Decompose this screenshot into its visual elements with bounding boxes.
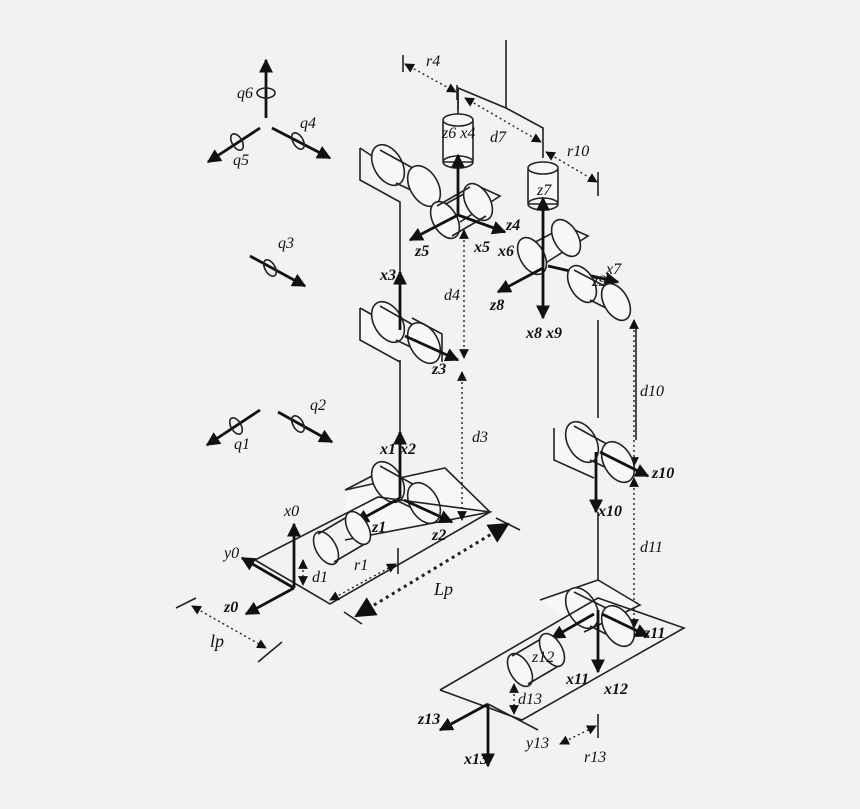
label-z8: z8 — [490, 297, 505, 314]
label-Lp: Lp — [434, 579, 454, 599]
label-x10: x10 — [598, 503, 622, 520]
label-q2: q2 — [310, 397, 326, 414]
label-z1: z1 — [372, 519, 387, 536]
label-d3: d3 — [472, 429, 488, 446]
label-z6-x4: z6 x4 — [442, 125, 476, 142]
label-d11: d11 — [640, 539, 663, 556]
label-x5: x5 — [474, 239, 490, 256]
label-z9: z9 — [592, 273, 607, 290]
label-z12: z12 — [532, 649, 555, 666]
label-z11: z11 — [644, 625, 666, 642]
label-x11: x11 — [566, 671, 590, 688]
label-z10: z10 — [652, 465, 675, 482]
label-x13: x13 — [464, 751, 488, 768]
label-z5: z5 — [415, 243, 430, 260]
label-z0: z0 — [224, 599, 239, 616]
label-x3: x3 — [380, 267, 396, 284]
label-x7: x7 — [606, 261, 622, 278]
label-d10: d10 — [640, 383, 664, 400]
label-q4: q4 — [300, 115, 316, 132]
label-q5: q5 — [233, 152, 249, 169]
label-x8-x9: x8 x9 — [526, 325, 562, 342]
left-arm — [175, 113, 521, 663]
label-d1: d1 — [312, 569, 328, 586]
label-x1-x2: x1 x2 — [380, 441, 416, 458]
label-z3: z3 — [432, 361, 447, 378]
label-d7: d7 — [490, 129, 506, 146]
label-q3: q3 — [278, 235, 294, 252]
label-x0: x0 — [284, 503, 300, 520]
label-r1: r1 — [354, 557, 369, 574]
label-lp: lp — [210, 631, 225, 651]
label-z13: z13 — [418, 711, 441, 728]
label-z7: z7 — [537, 182, 552, 199]
label-r10: r10 — [567, 143, 590, 160]
label-d13: d13 — [518, 691, 542, 708]
label-z4: z4 — [506, 217, 521, 234]
label-q6: q6 — [237, 85, 253, 102]
label-r4: r4 — [426, 53, 441, 70]
right-arm — [438, 161, 686, 768]
label-r13: r13 — [584, 749, 607, 766]
label-z2: z2 — [432, 527, 447, 544]
label-y0: y0 — [224, 545, 240, 562]
label-x12: x12 — [604, 681, 628, 698]
label-y13: y13 — [526, 735, 550, 752]
top-structure — [402, 40, 599, 196]
label-q1: q1 — [234, 436, 250, 453]
label-d4: d4 — [444, 287, 460, 304]
legend-axes — [205, 58, 334, 447]
label-x6: x6 — [498, 243, 514, 260]
